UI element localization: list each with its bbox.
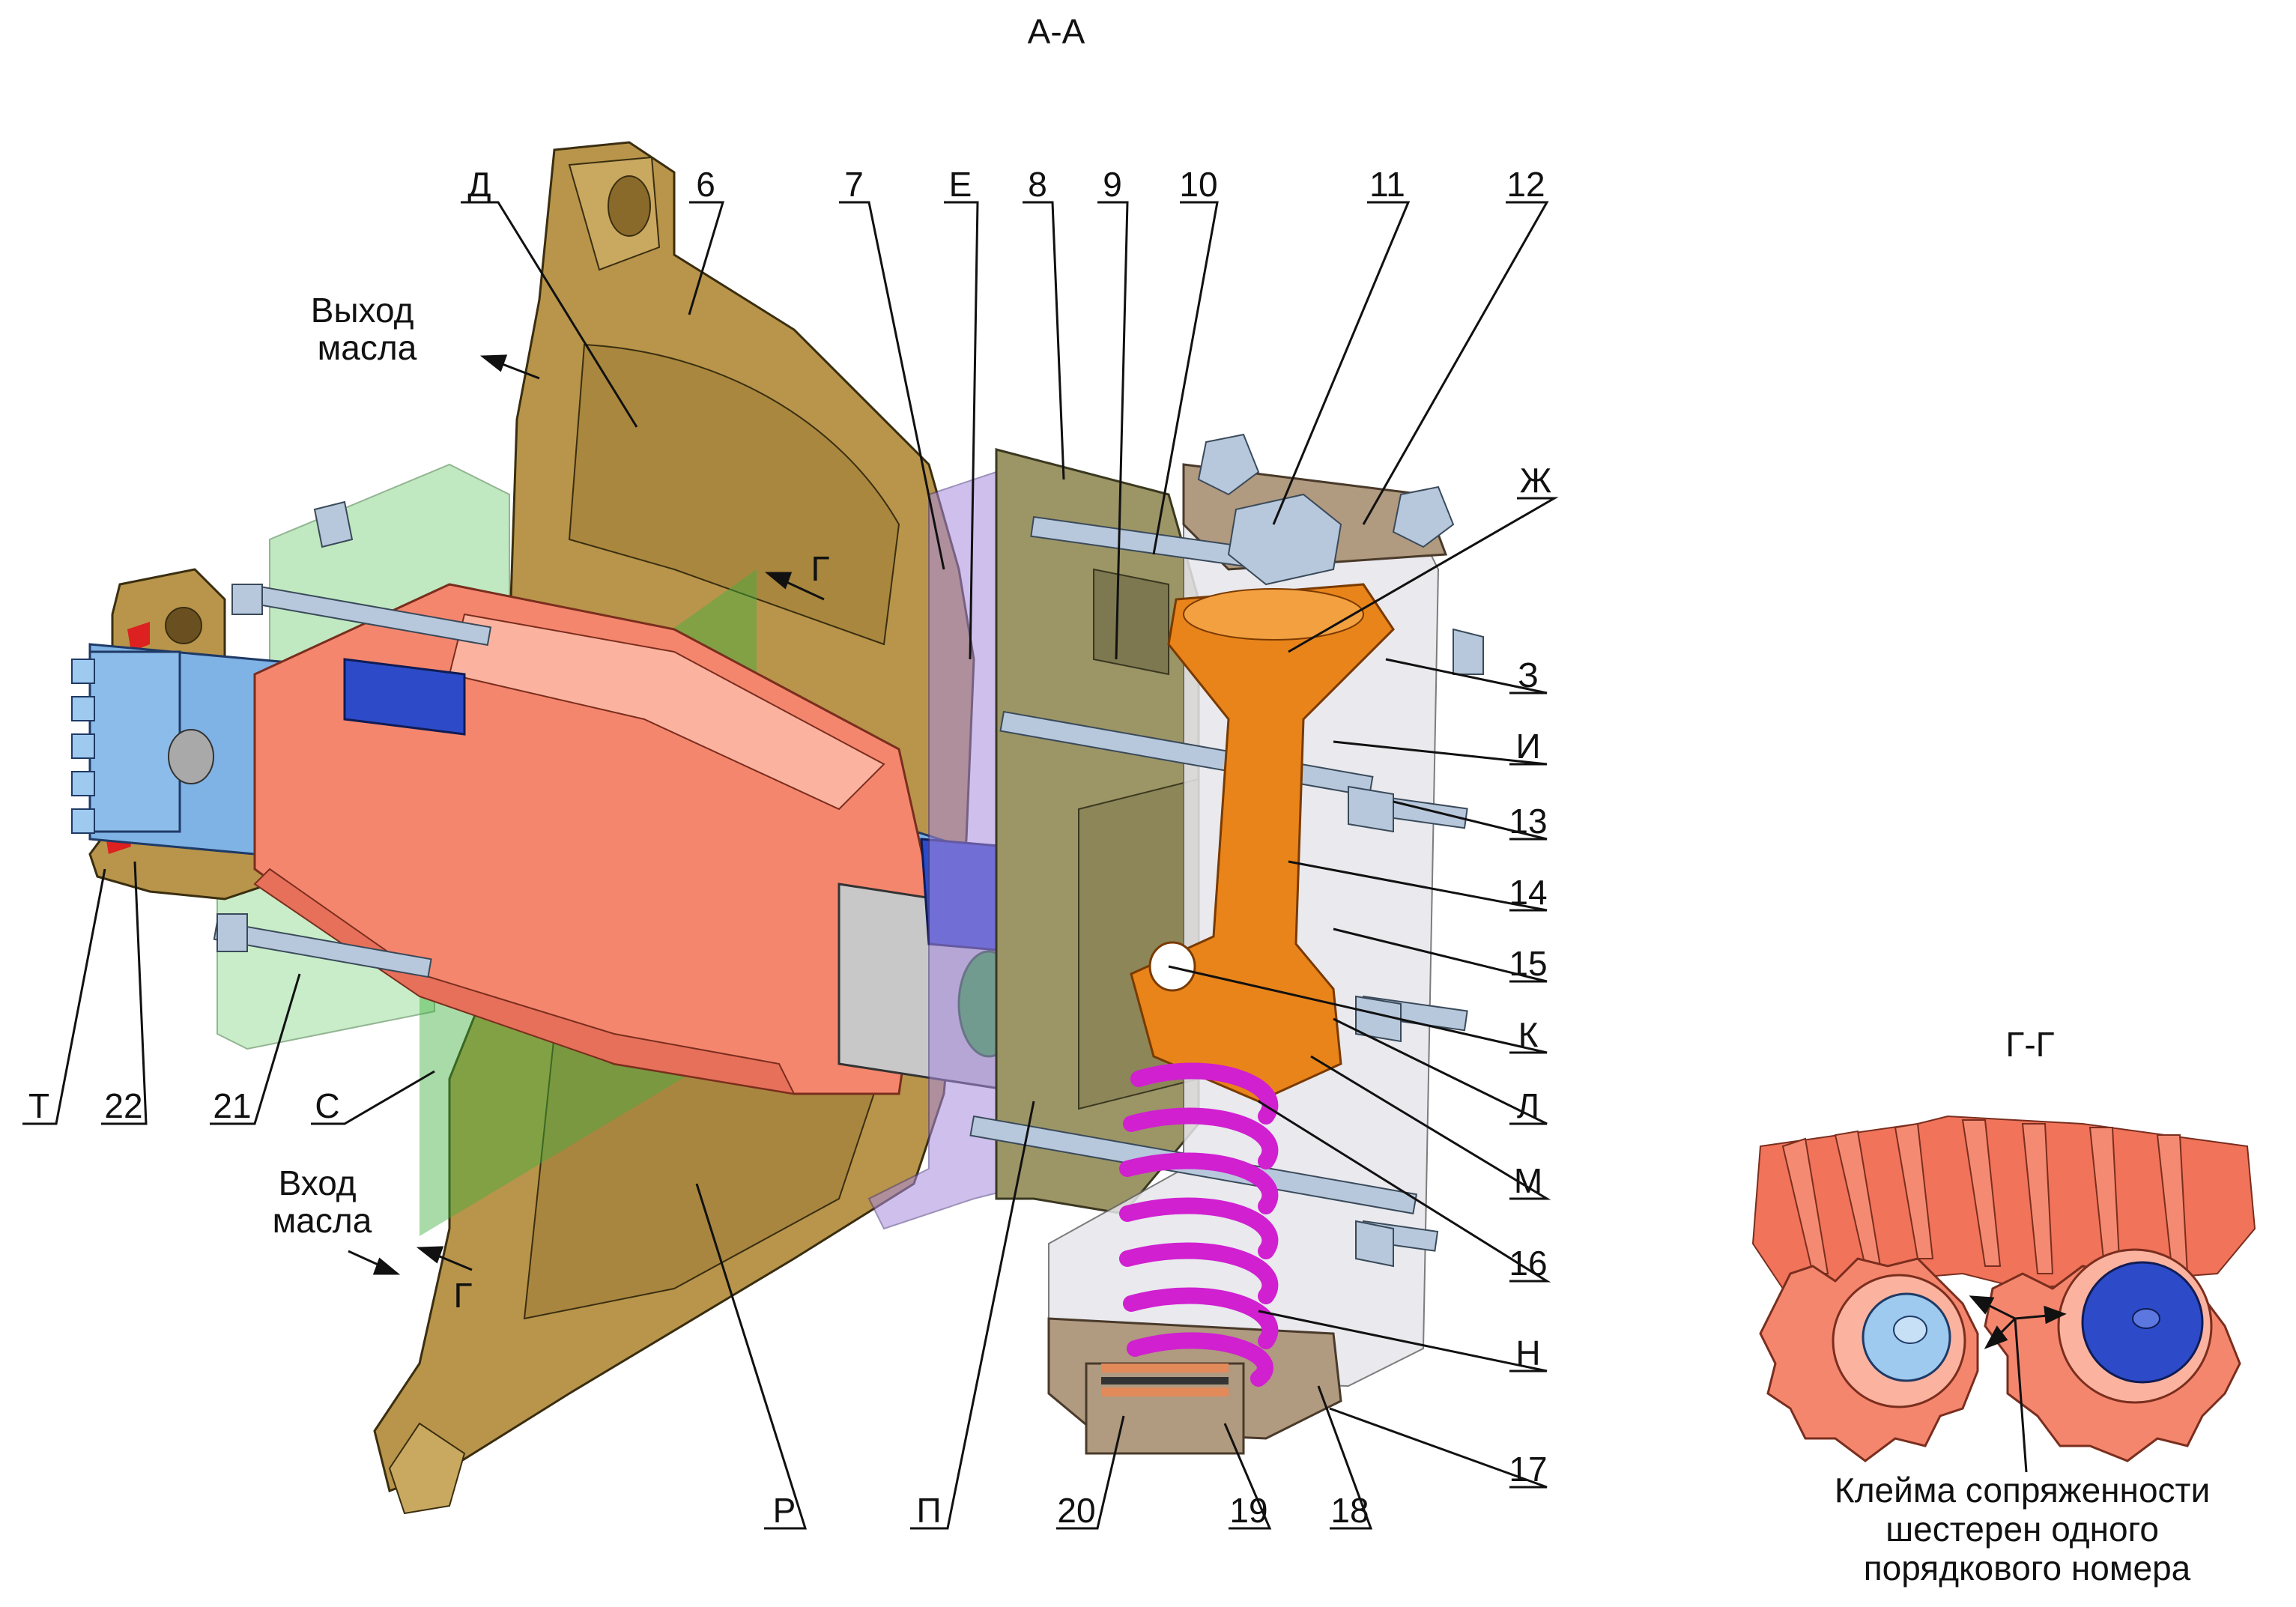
label-R: Р — [773, 1491, 796, 1530]
label-19: 19 — [1229, 1491, 1267, 1530]
label-15: 15 — [1509, 944, 1547, 983]
body-plate — [995, 448, 1200, 1215]
label-11: 11 — [1369, 165, 1405, 204]
valve-plug — [1085, 1362, 1245, 1455]
label-P: П — [916, 1491, 941, 1530]
label-D: Д — [467, 165, 491, 204]
label-14: 14 — [1509, 873, 1547, 912]
oil-out-label: Выход масла — [311, 291, 423, 367]
main-view-title: А-А — [1028, 12, 1085, 51]
label-12: 12 — [1506, 165, 1545, 204]
label-6: 6 — [696, 165, 715, 204]
label-Zh: Ж — [1520, 461, 1551, 500]
label-I: И — [1515, 727, 1540, 766]
label-21: 21 — [213, 1086, 251, 1125]
label-17: 17 — [1509, 1450, 1547, 1489]
label-20: 20 — [1057, 1491, 1095, 1530]
label-N: Н — [1515, 1334, 1540, 1373]
label-E: Е — [949, 165, 972, 204]
label-M: М — [1514, 1161, 1542, 1200]
flow-arrows — [348, 354, 825, 1275]
label-16: 16 — [1509, 1244, 1547, 1283]
label-Z: З — [1518, 656, 1539, 694]
valve-spring — [1119, 1062, 1279, 1387]
label-8: 8 — [1028, 165, 1047, 204]
label-K: К — [1518, 1015, 1539, 1054]
oil-in-label: Вход масла — [273, 1163, 372, 1240]
section-mark-top: Г — [811, 549, 830, 588]
inset-caption: Клейма сопряженности шестерен одного пор… — [1835, 1471, 2220, 1588]
label-L: Л — [1517, 1086, 1539, 1125]
inset-view-title: Г-Г — [2005, 1025, 2054, 1064]
label-7: 7 — [844, 165, 864, 204]
gear-section-inset — [1751, 1115, 2256, 1473]
section-mark-bottom: Г — [454, 1276, 473, 1315]
label-10: 10 — [1179, 165, 1217, 204]
label-13: 13 — [1509, 802, 1547, 841]
label-18: 18 — [1330, 1491, 1369, 1530]
left-gear — [1759, 1257, 1979, 1462]
label-9: 9 — [1103, 165, 1122, 204]
leader-lines — [22, 201, 1559, 1530]
label-T: Т — [28, 1086, 49, 1125]
studs — [213, 433, 1484, 1268]
label-S: С — [315, 1086, 339, 1125]
label-22: 22 — [104, 1086, 142, 1125]
